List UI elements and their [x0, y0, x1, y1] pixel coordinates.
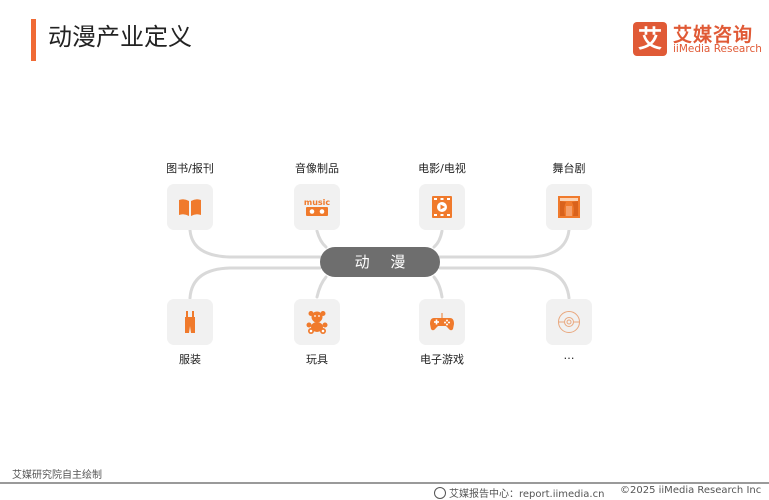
node-label-books: 图书/报刊 [166, 162, 214, 175]
node-label-audio-video: 音像制品 [295, 162, 339, 175]
source-note: 艾媒研究院自主绘制 [12, 470, 102, 481]
globe-icon [434, 487, 446, 499]
film-play-icon [432, 196, 452, 218]
iimedia-logo: 艾 艾媒咨询 iiMedia Research [633, 22, 762, 58]
overalls-icon [185, 311, 195, 333]
logo-name-en: iiMedia Research [673, 43, 762, 55]
svg-text:music: music [304, 198, 330, 207]
page-title: 动漫产业定义 [48, 23, 192, 51]
footer-divider [0, 482, 769, 484]
copyright: ©2025 iiMedia Research Inc [620, 485, 762, 496]
title-accent-bar [31, 19, 36, 61]
logo-mark-icon: 艾 [633, 22, 667, 56]
node-video-games [419, 299, 465, 345]
node-more [546, 299, 592, 345]
teddy-bear-icon [306, 311, 328, 334]
node-label-more: … [563, 349, 575, 362]
logo-name-cn: 艾媒咨询 [673, 24, 754, 46]
disc-icon [558, 311, 580, 333]
music-cassette-icon: music [304, 198, 330, 216]
node-label-video-games: 电子游戏 [420, 353, 464, 366]
node-label-film-tv: 电影/电视 [418, 162, 466, 175]
node-stage-play [546, 184, 592, 230]
node-clothing [167, 299, 213, 345]
hub-anime: 动 漫 [320, 247, 440, 277]
node-label-toys: 玩具 [306, 353, 328, 366]
node-film-tv [419, 184, 465, 230]
node-books [167, 184, 213, 230]
node-audio-video: music [294, 184, 340, 230]
node-label-stage-play: 舞台剧 [552, 162, 586, 175]
report-center: 艾媒报告中心：report.iimedia.cn [434, 485, 604, 500]
node-toys [294, 299, 340, 345]
gamepad-icon [430, 313, 454, 331]
node-label-clothing: 服装 [179, 353, 201, 366]
stage-curtain-icon [558, 196, 580, 218]
report-center-link[interactable]: 艾媒报告中心：report.iimedia.cn [449, 489, 605, 500]
book-icon [179, 199, 201, 216]
